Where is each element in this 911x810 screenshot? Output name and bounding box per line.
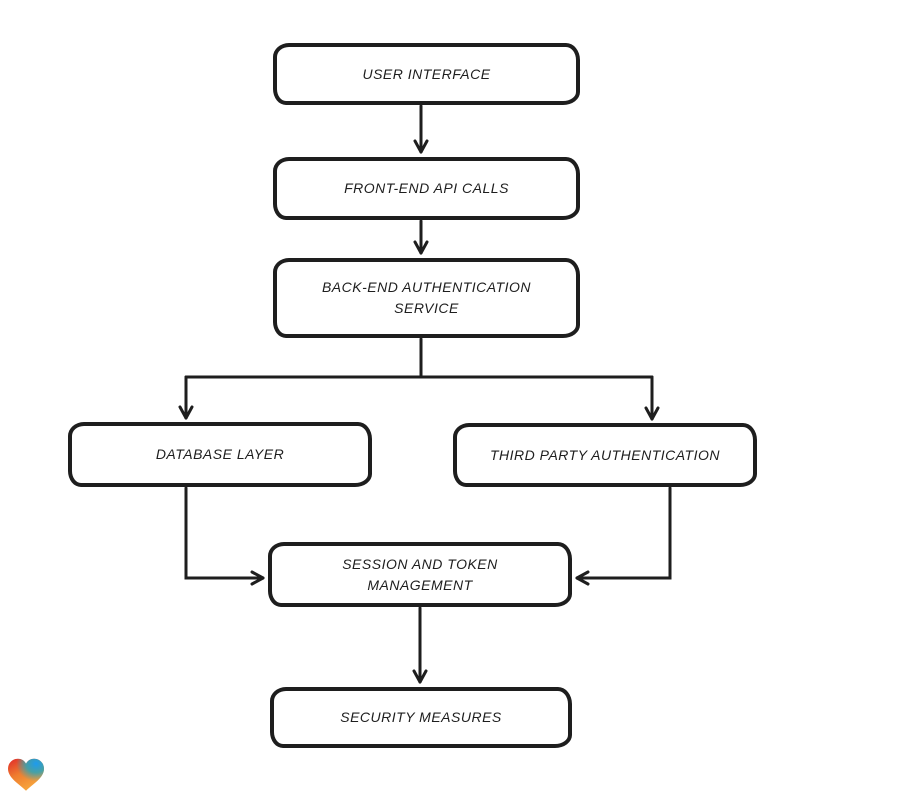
node-label: FRONT-END API CALLS bbox=[344, 180, 509, 196]
gradient-heart-icon bbox=[8, 758, 44, 791]
gradient-heart-logo-badge[interactable] bbox=[8, 758, 44, 792]
node-third-party-authentication: THIRD PARTY AUTHENTICATION bbox=[453, 423, 757, 487]
edge-thirdparty-to-session bbox=[575, 486, 672, 586]
edge-database-to-session bbox=[184, 486, 265, 586]
node-label: THIRD PARTY AUTHENTICATION bbox=[489, 446, 720, 463]
node-label: SESSION AND TOKEN MANAGEMENT bbox=[342, 555, 498, 593]
edge-backend-branch-stem bbox=[184, 337, 654, 379]
node-user-interface: USER INTERFACE bbox=[273, 43, 580, 105]
node-database-layer: DATABASE LAYER bbox=[68, 422, 372, 487]
node-label: SECURITY MEASURES bbox=[340, 709, 502, 725]
node-label: DATABASE LAYER bbox=[155, 446, 285, 462]
node-security-measures: SECURITY MEASURES bbox=[270, 687, 572, 748]
node-label: USER INTERFACE bbox=[362, 65, 491, 82]
node-session-and-token-management: SESSION AND TOKEN MANAGEMENT bbox=[268, 542, 572, 607]
node-front-end-api-calls: FRONT-END API CALLS bbox=[273, 157, 580, 220]
node-label: BACK-END AUTHENTICATION SERVICE bbox=[321, 279, 532, 316]
node-back-end-authentication-service: BACK-END AUTHENTICATION SERVICE bbox=[273, 258, 580, 338]
